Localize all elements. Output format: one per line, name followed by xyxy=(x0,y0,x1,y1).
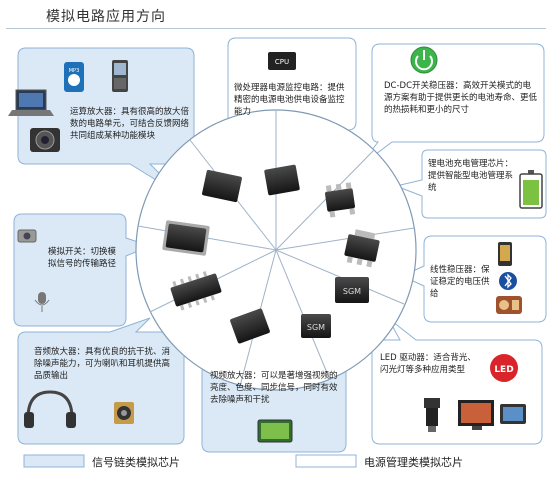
laptop-icon xyxy=(8,89,54,116)
chip-sgm-video: SGM xyxy=(301,314,331,338)
bluetooth-icon xyxy=(499,272,517,290)
mp3-label: MP3 xyxy=(69,68,80,74)
battery-icon xyxy=(519,170,543,209)
video-text: 视频放大器：可以是著增强视频的亮度、色度、同步信号，同时有效去除噪声和干扰 xyxy=(210,371,338,405)
page-title: 模拟电路应用方向 xyxy=(46,9,166,25)
smartphone-icon xyxy=(498,242,512,266)
mp3-player-icon: MP3 xyxy=(64,62,84,92)
camera-icon xyxy=(30,128,60,152)
chip-linear-sot223 xyxy=(344,229,380,268)
microphone-icon xyxy=(34,292,50,312)
audio-text: 音频放大器：具有优良的抗干扰、消除噪声能力，可为喇叭和耳机提供高品质输出 xyxy=(34,347,171,381)
digital-camera-icon xyxy=(17,229,37,243)
chip-switch-qfp xyxy=(162,220,210,256)
bubble-dcdc xyxy=(359,43,545,167)
legend-signal-swatch xyxy=(23,454,85,468)
chip-audio-dip xyxy=(170,271,222,311)
led-icon: LED xyxy=(490,354,518,382)
tablet-icon xyxy=(500,404,526,424)
chip-sgm-label-1: SGM xyxy=(343,287,361,296)
chip-video-qfn xyxy=(230,308,270,344)
chip-sgm-label-2: SGM xyxy=(307,323,325,332)
legend-power-swatch xyxy=(295,454,357,468)
power-icon xyxy=(410,46,438,74)
linear-text: 线性稳压器：保证稳定的电压供给 xyxy=(430,265,490,299)
radio-icon xyxy=(496,296,522,314)
headphones-icon xyxy=(24,390,76,428)
led-label: LED xyxy=(494,365,513,375)
dcdc-text: DC-DC开关稳压器：高效开关模式的电源方案有助于提供更长的电池寿命、更低的热损… xyxy=(384,81,538,115)
speaker-icon xyxy=(114,402,134,424)
chip-sgm-led: SGM xyxy=(335,277,369,303)
chip-cpu-qfn xyxy=(264,164,300,196)
title-underline xyxy=(6,28,546,29)
charger-text: 锂电池充电管理芯片：提供智能型电池管理系统 xyxy=(428,159,514,193)
switch-text: 模拟开关：切换模拟信号的传输路径 xyxy=(48,247,117,269)
legend-signal-label: 信号链类模拟芯片 xyxy=(92,456,180,469)
camera-flash-icon xyxy=(424,398,440,432)
cpu-icon: CPU xyxy=(268,52,296,70)
cpu-text: 微处理器电源监控电路：提供精密的电源电池供电设备监控能力 xyxy=(234,83,345,117)
cpu-label: CPU xyxy=(275,58,289,66)
video-screen-icon xyxy=(257,419,293,443)
monitor-icon xyxy=(458,400,494,430)
led-text: LED 驱动器：适合背光、闪光灯等多种应用类型 xyxy=(380,353,476,375)
chip-opamp-qfn xyxy=(202,169,242,203)
cellphone-icon xyxy=(112,60,128,92)
chip-dcdc-sot xyxy=(325,182,356,218)
legend-power-label: 电源管理类模拟芯片 xyxy=(364,456,463,469)
bubble-charger xyxy=(394,149,547,219)
opamp-text: 运算放大器：具有很高的放大倍数的电路单元，可结合反馈网络共同组成某种功能模块 xyxy=(70,107,190,141)
bubble-led xyxy=(371,317,543,445)
